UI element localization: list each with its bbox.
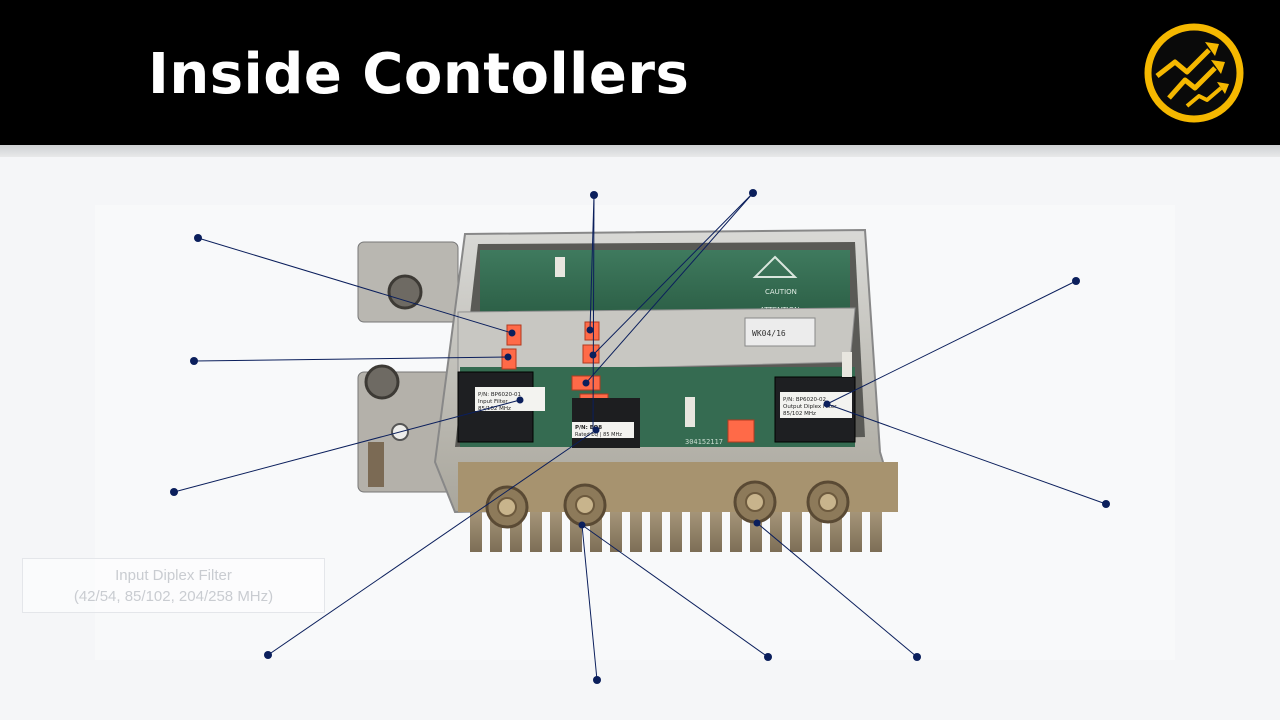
title-divider (0, 145, 1280, 157)
callout-anchor (516, 396, 524, 404)
callout-anchor (753, 519, 761, 527)
callout-anchor (586, 326, 594, 334)
input-diplex-filter-title: Input Diplex Filter (115, 567, 232, 584)
callout-dot (190, 357, 198, 365)
left-filter-freq: 85/102 MHz (478, 406, 511, 412)
center-module-rating: Rated EQ | 85 MHz (575, 432, 622, 438)
center-module-part: P/N: EQ8 (575, 425, 602, 431)
input-diplex-filter-frequencies: (42/54, 85/102, 204/258 MHz) (73, 588, 274, 605)
callout-dot (590, 191, 598, 199)
callout-dot (913, 653, 921, 661)
amplifier-photo: CAUTION ATTENTION WK04/16 304152117 P/N:… (357, 228, 898, 552)
right-filter-freq: 85/102 MHz (783, 411, 816, 417)
callout-dot (194, 234, 202, 242)
input-diplex-filter-label: Input Diplex Filter (42/54, 85/102, 204/… (22, 558, 325, 613)
title-bar: Inside Contollers (0, 0, 1280, 145)
callout-dot (749, 189, 757, 197)
callout-dot (1072, 277, 1080, 285)
callout-dot (170, 488, 178, 496)
callout-dot (764, 653, 772, 661)
callout-anchor (508, 329, 516, 337)
date-tag: WK04/16 (752, 329, 786, 338)
callout-anchor (504, 353, 512, 361)
callout-dot (593, 676, 601, 684)
right-filter-part: P/N: BP6020-02 (783, 397, 826, 403)
callout-anchor (823, 400, 831, 408)
trending-up-arrows-icon (1144, 23, 1244, 123)
callout-anchor (578, 521, 586, 529)
left-filter-part: P/N: BP6020-01 (478, 392, 521, 398)
callout-anchor (589, 351, 597, 359)
right-filter-name: Output Diplex Filter (783, 404, 837, 410)
page-title: Inside Contollers (148, 42, 690, 107)
callout-dot (264, 651, 272, 659)
caution-text: CAUTION (765, 288, 797, 296)
callout-anchor (582, 379, 590, 387)
callout-dot (1102, 500, 1110, 508)
callout-anchor (592, 426, 600, 434)
board-serial: 304152117 (685, 438, 723, 446)
left-filter-name: Input Filter (478, 399, 508, 405)
